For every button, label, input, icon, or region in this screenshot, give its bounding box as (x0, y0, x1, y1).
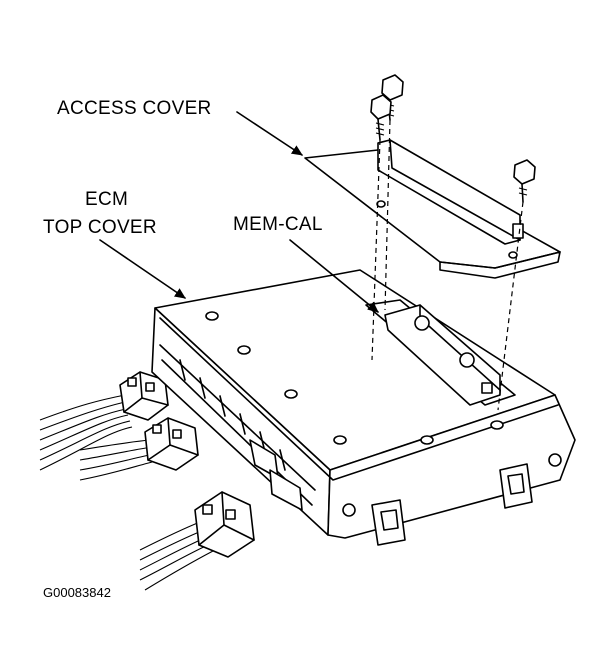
access-cover (304, 139, 561, 279)
wire-harness-upper (39, 394, 133, 471)
top-cover-label: TOP COVER (43, 217, 157, 238)
screw-3 (513, 159, 536, 203)
wire-harness-middle (79, 439, 157, 481)
ecm-label: ECM (85, 189, 128, 210)
access-cover-label: ACCESS COVER (57, 98, 212, 119)
harness-connector-lower (194, 491, 255, 558)
ecm-housing (151, 269, 576, 546)
mem-cal-module (365, 299, 516, 406)
harness-connector-upper (119, 371, 169, 421)
harness-connector-middle (144, 417, 199, 471)
figure-code: G00083842 (43, 585, 111, 600)
mem-cal-label: MEM-CAL (233, 214, 323, 235)
screw-2 (370, 94, 392, 141)
access-cover-arrow (236, 111, 303, 156)
ecm-top-cover-arrow (99, 239, 186, 299)
mem-cal-arrow (289, 239, 379, 313)
alignment-lines (371, 119, 524, 411)
